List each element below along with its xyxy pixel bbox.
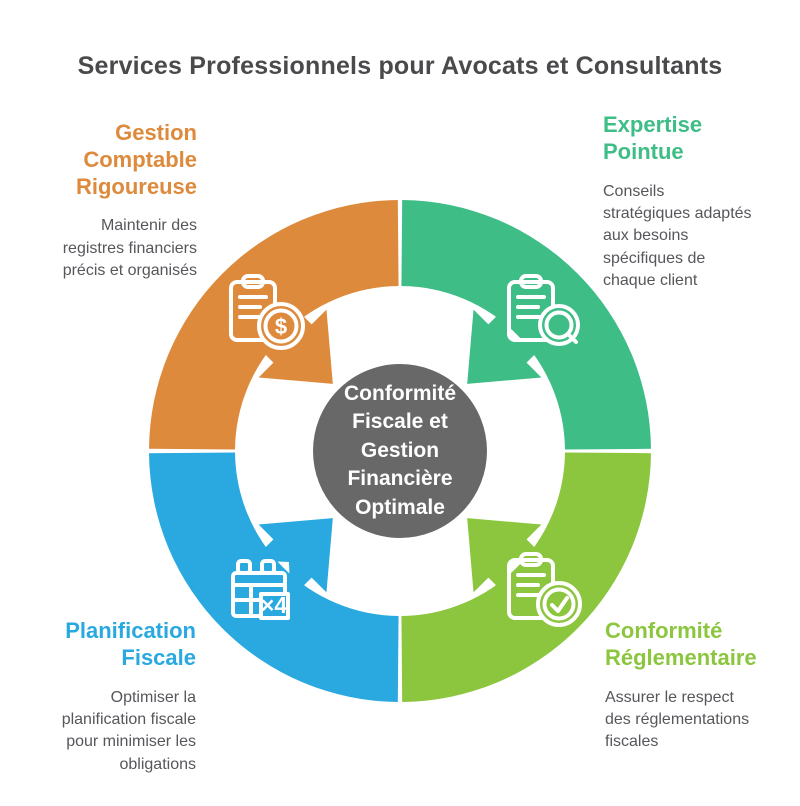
magnifier-handle [566,332,578,344]
clipboard-dollar-icon: $ [229,274,305,350]
ring-arc-top-right [401,200,651,450]
ring-arc-bottom-left [149,452,399,702]
arrow-bottom-right-icon [467,518,548,599]
calendar-x4-icon: ×4 [231,559,290,620]
check-glyph [550,596,569,613]
x4-glyph: ×4 [261,592,287,618]
dollar-glyph: $ [275,314,287,339]
center-circle [307,358,493,544]
clipboard-search-icon [507,274,580,346]
clipboard-check-icon [507,552,582,627]
page-title: Services Professionnels pour Avocats et … [77,52,723,80]
ring-arc-bottom-right [401,452,651,702]
